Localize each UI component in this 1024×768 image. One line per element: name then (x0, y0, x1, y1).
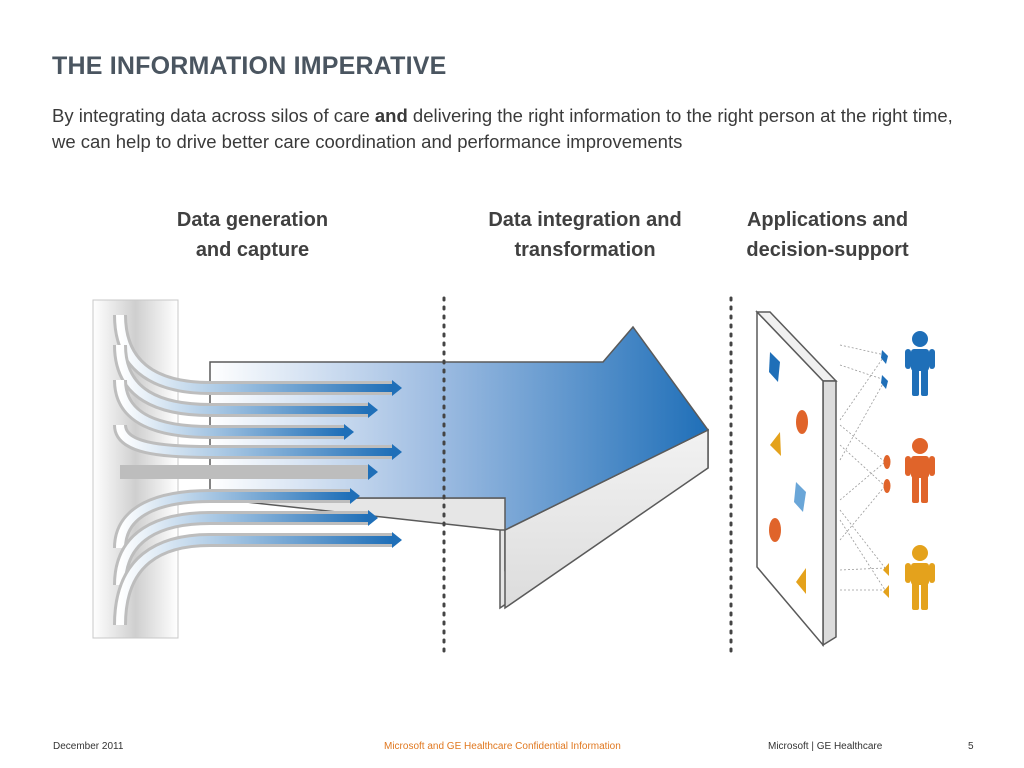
person-icon (905, 331, 935, 396)
slide-title: THE INFORMATION IMPERATIVE (52, 52, 447, 80)
connection-lines (839, 344, 886, 591)
column-heading-line: decision-support (746, 239, 909, 261)
subtitle-bold-word: and (374, 105, 408, 126)
application-panel-icon (755, 310, 838, 648)
stream-arrow (113, 344, 378, 418)
connector-shape (883, 563, 889, 576)
stream-arrow (113, 532, 402, 626)
column-heading-data-generation: Data generation and capture (140, 205, 365, 265)
connector-shape (883, 585, 889, 598)
footer-date: December 2011 (53, 741, 124, 752)
person-icon (905, 545, 935, 610)
stream-arrow (120, 464, 378, 480)
column-heading-line: and capture (195, 239, 310, 261)
column-heading-data-integration: Data integration and transformation (460, 205, 710, 265)
info-shape (796, 410, 808, 434)
slide-subtitle: By integrating data across silos of care… (52, 103, 972, 155)
subtitle-text-1: By integrating data across silos of care (52, 105, 375, 126)
column-heading-line: Applications and (746, 209, 909, 231)
page-number: 5 (968, 741, 974, 752)
column-heading-line: Data integration and (488, 209, 682, 231)
connector-shape (881, 350, 888, 364)
integration-arrow-icon (209, 325, 710, 610)
person-icon (905, 438, 935, 503)
stream-arrow (113, 423, 402, 460)
info-shape (770, 432, 781, 456)
stream-arrow (113, 314, 402, 396)
info-shape (796, 568, 806, 594)
info-shape (794, 482, 806, 512)
connector-shape (883, 455, 891, 469)
subtitle-text-2: delivering the right information to the … (52, 105, 953, 152)
stream-arrow (113, 379, 354, 440)
info-shape (769, 352, 780, 382)
stream-arrow (113, 488, 360, 549)
column-heading-line: transformation (514, 239, 656, 261)
connector-shape (881, 375, 888, 389)
stream-arrows-icon (113, 314, 402, 626)
column-heading-applications: Applications and decision-support (715, 205, 940, 265)
connector-shape (883, 479, 891, 493)
stream-arrow (113, 510, 378, 586)
footer-confidential: Microsoft and GE Healthcare Confidential… (384, 741, 621, 752)
info-shape (769, 518, 781, 542)
column-heading-line: Data generation (176, 209, 329, 231)
footer-company: Microsoft | GE Healthcare (768, 741, 883, 752)
